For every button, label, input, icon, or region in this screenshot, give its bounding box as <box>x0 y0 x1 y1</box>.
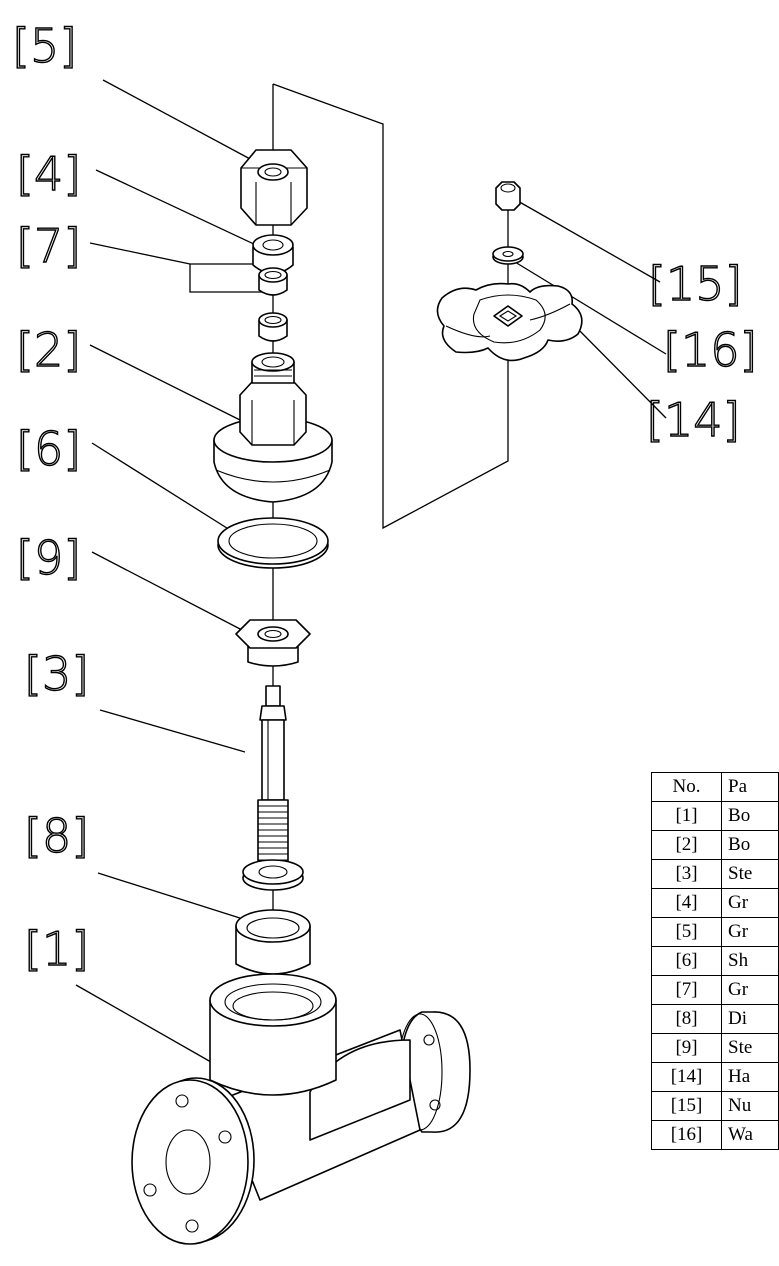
part-no: [9] <box>650 1033 723 1063</box>
svg-text:[3]: [3] <box>24 647 89 701</box>
svg-text:[8]: [8] <box>24 809 89 863</box>
table-row: [14]Ha <box>650 1062 779 1092</box>
part-6-gasket <box>217 517 329 569</box>
table-row: [6]Sh <box>650 946 779 976</box>
part-no: [15] <box>650 1091 723 1121</box>
leader-lines <box>75 79 667 1071</box>
part-name: Ste <box>721 859 779 889</box>
table-row: [2]Bo <box>650 830 779 860</box>
part-name: Bo <box>721 830 779 860</box>
svg-text:[6]: [6] <box>16 422 81 476</box>
svg-text:[1]: [1] <box>24 922 89 976</box>
part-no: [7] <box>650 975 723 1005</box>
part-no: [3] <box>650 859 723 889</box>
table-row: [7]Gr <box>650 975 779 1005</box>
svg-text:[4]: [4] <box>16 147 81 201</box>
table-row: [8]Di <box>650 1004 779 1034</box>
table-row: [1]Bo <box>650 801 779 831</box>
svg-text:[15]: [15] <box>648 257 742 311</box>
part-7-packing <box>258 267 288 342</box>
callout-1: [1] <box>23 921 90 976</box>
part-1-body <box>131 973 471 1245</box>
header-part-name: Pa <box>721 772 779 802</box>
table-header-row: No. Pa <box>650 772 779 802</box>
part-name: Wa <box>721 1120 779 1150</box>
table-row: [9]Ste <box>650 1033 779 1063</box>
callout-14: [14] <box>645 392 741 447</box>
part-no: [6] <box>650 946 723 976</box>
part-15-nut <box>495 181 521 211</box>
part-name: Bo <box>721 801 779 831</box>
parts-table: No. Pa [1]Bo [2]Bo [3]Ste [4]Gr [5]Gr [6… <box>650 772 779 1150</box>
svg-text:[14]: [14] <box>646 393 740 447</box>
part-name: Gr <box>721 888 779 918</box>
part-14-handwheel <box>436 282 583 362</box>
stem-thread <box>258 805 288 861</box>
part-name: Ste <box>721 1033 779 1063</box>
part-name: Sh <box>721 946 779 976</box>
svg-text:[16]: [16] <box>663 323 757 377</box>
part-name: Ha <box>721 1062 779 1092</box>
callout-5: [5] <box>11 18 78 73</box>
svg-text:[9]: [9] <box>16 531 81 585</box>
part-2-bonnet <box>213 352 333 503</box>
callout-8: [8] <box>23 808 90 863</box>
table-row: [16]Wa <box>650 1120 779 1150</box>
svg-text:[7]: [7] <box>16 219 81 273</box>
svg-text:[2]: [2] <box>16 323 81 377</box>
part-9-stem-nut <box>235 619 311 667</box>
part-no: [8] <box>650 1004 723 1034</box>
part-no: [4] <box>650 888 723 918</box>
callout-4: [4] <box>15 146 82 201</box>
table-row: [3]Ste <box>650 859 779 889</box>
part-5-gland-nut <box>240 149 308 226</box>
table-row: [5]Gr <box>650 917 779 947</box>
callout-15: [15] <box>647 256 743 311</box>
svg-text:[5]: [5] <box>12 19 77 73</box>
part-no: [1] <box>650 801 723 831</box>
table-row: [4]Gr <box>650 888 779 918</box>
part-4-gland <box>252 234 294 275</box>
part-name: Gr <box>721 917 779 947</box>
callout-6: [6] <box>15 421 82 476</box>
header-no: No. <box>650 772 723 802</box>
callout-3: [3] <box>23 646 90 701</box>
callout-2: [2] <box>15 322 82 377</box>
part-no: [2] <box>650 830 723 860</box>
part-3-stem <box>242 685 304 891</box>
callout-9: [9] <box>15 530 82 585</box>
callout-7: [7] <box>15 218 82 273</box>
part-no: [14] <box>650 1062 723 1092</box>
callout-16: [16] <box>662 322 758 377</box>
table-row: [15]Nu <box>650 1091 779 1121</box>
part-name: Gr <box>721 975 779 1005</box>
part-name: Di <box>721 1004 779 1034</box>
part-no: [16] <box>650 1120 723 1150</box>
part-name: Nu <box>721 1091 779 1121</box>
part-16-washer <box>492 246 524 265</box>
part-8-disc <box>235 909 311 975</box>
part-no: [5] <box>650 917 723 947</box>
